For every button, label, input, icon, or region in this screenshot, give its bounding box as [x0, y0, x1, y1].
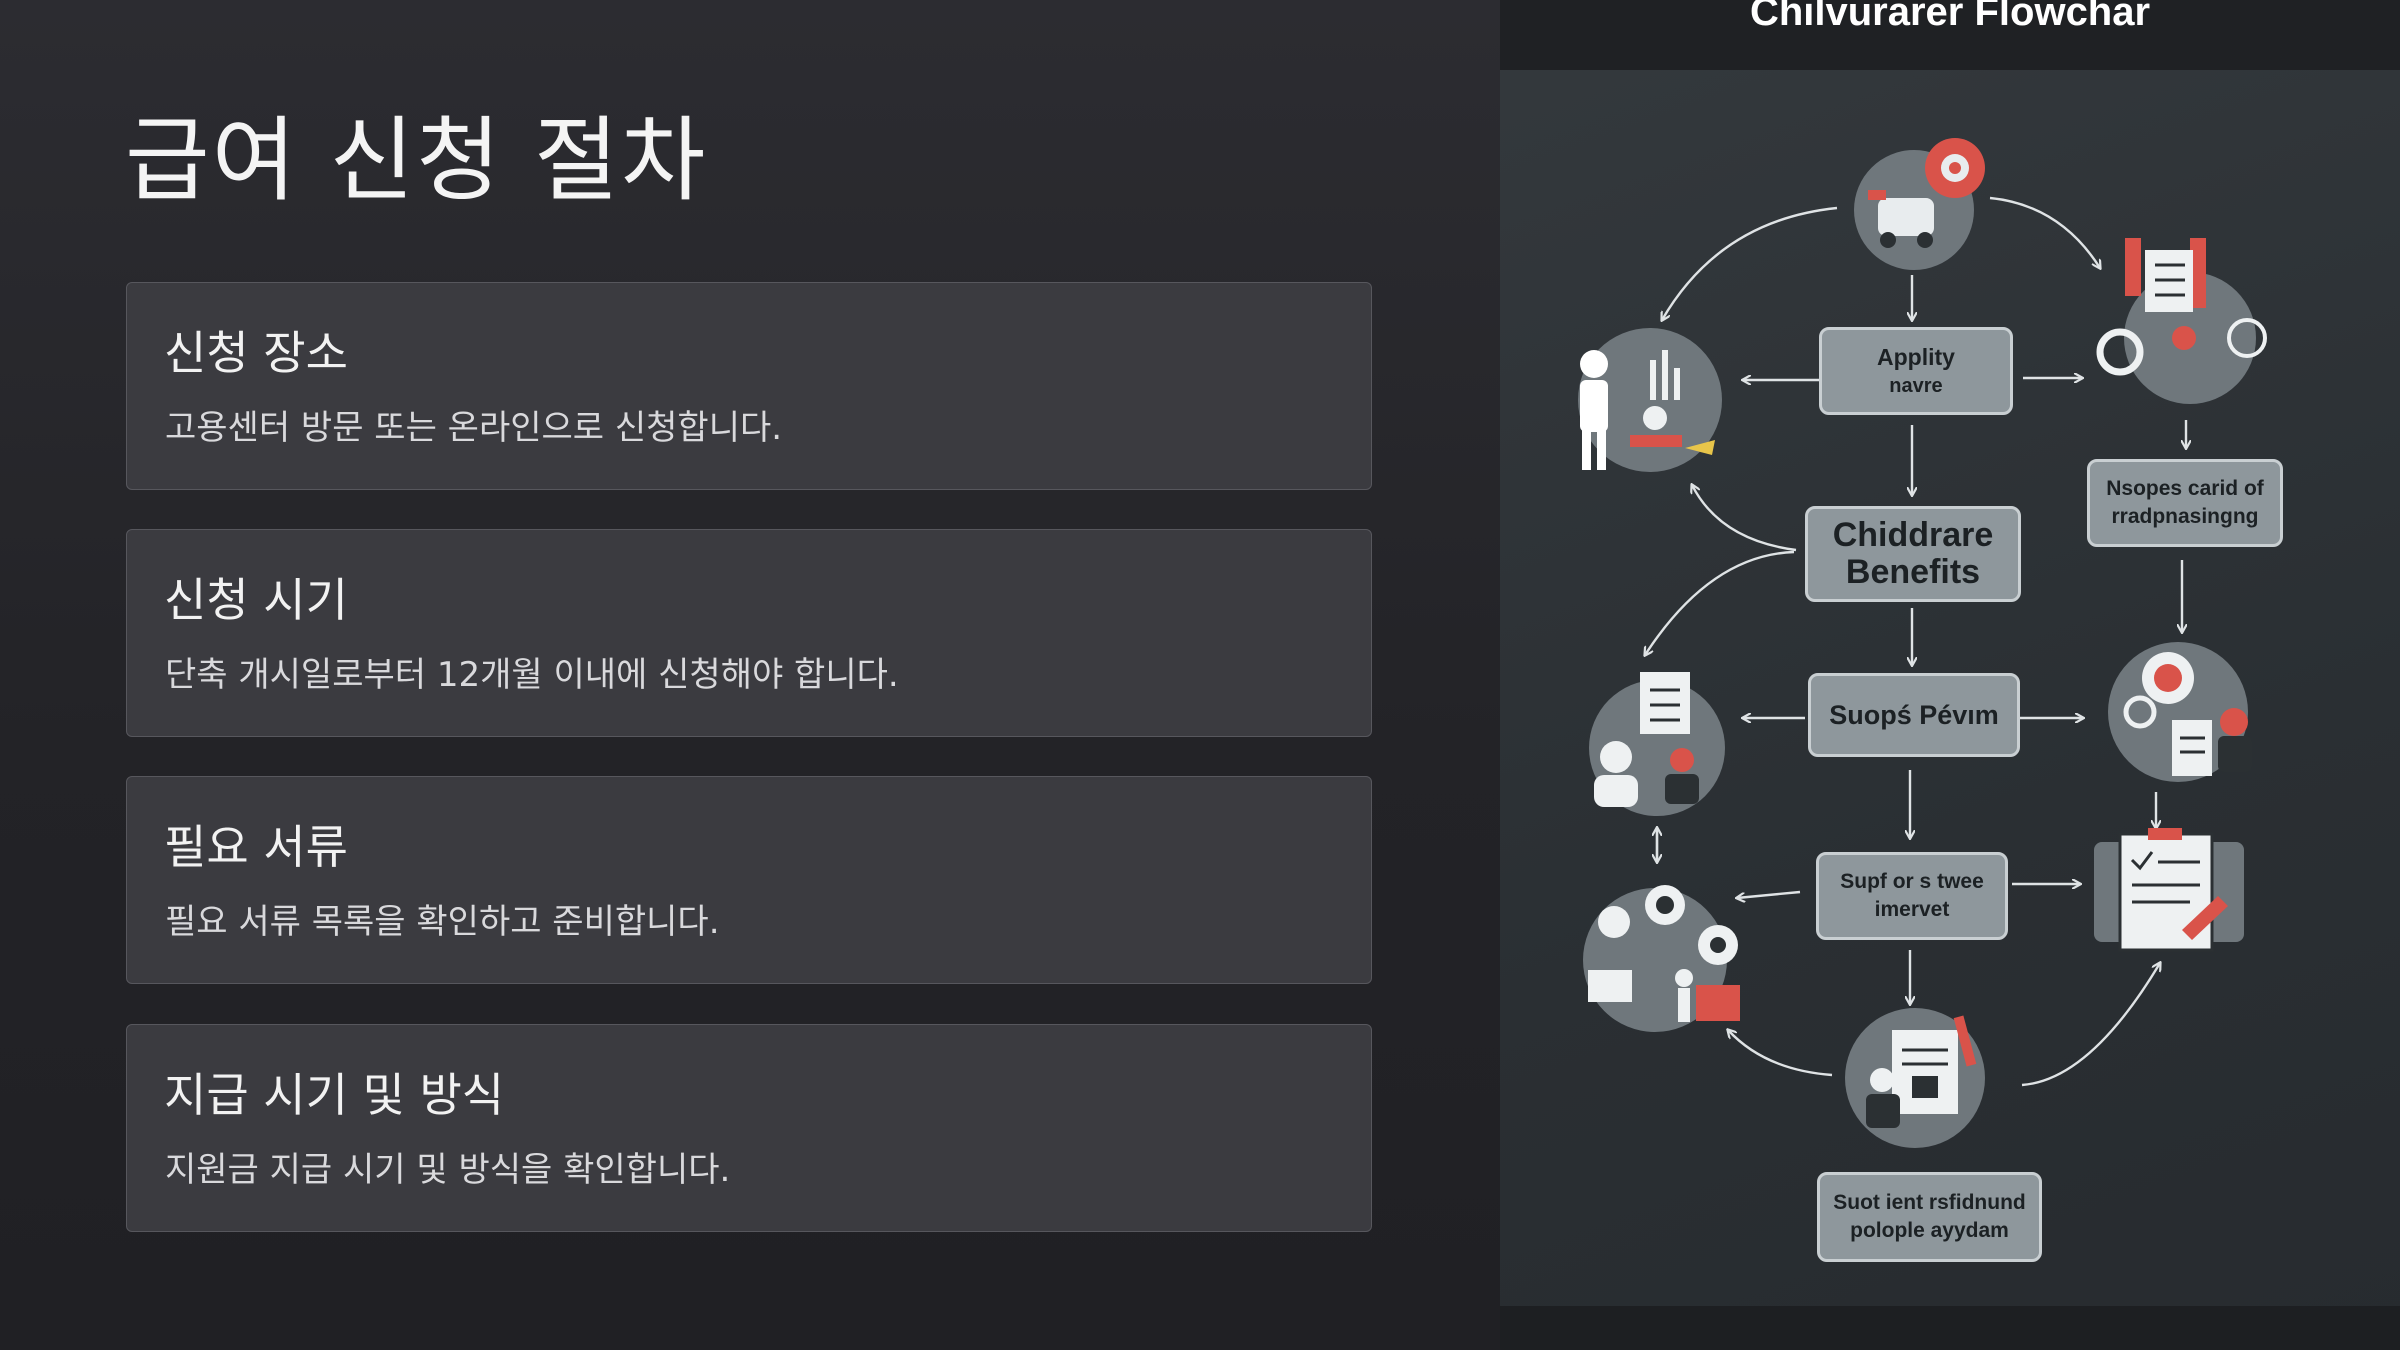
gear-checklist-person-icon — [2108, 642, 2252, 782]
box-line: Benefits — [1845, 553, 1981, 591]
arrow — [1737, 890, 1801, 898]
card-required-documents: 필요 서류 필요 서류 목록을 확인하고 준비합니다. — [126, 776, 1372, 984]
flowchart-footer-bar — [1500, 1306, 2400, 1350]
box-line: imervet — [1874, 898, 1950, 921]
box-line: Applity — [1877, 343, 1955, 370]
card-heading: 지급 시기 및 방식 — [164, 1068, 505, 1122]
box-line: rradpnasingng — [2111, 505, 2259, 528]
card-description: 고용센터 방문 또는 온라인으로 신청합니다. — [165, 408, 783, 448]
arrow — [1692, 485, 1797, 552]
card-application-place: 신청 장소 고용센터 방문 또는 온라인으로 신청합니다. — [126, 282, 1372, 490]
card-heading: 필요 서류 — [164, 820, 348, 874]
box-line: Chiddrare — [1832, 516, 1994, 555]
checklist-gear-icon — [2096, 238, 2267, 404]
gear-vehicle-icon — [1854, 138, 1985, 270]
card-description: 단축 개시일로부터 12개월 이내에 신청해야 합니다. — [165, 655, 899, 695]
flow-box-supervision: Supf or s twee imervet — [1816, 852, 2008, 940]
presenter-chart-icon — [1578, 328, 1722, 472]
flowchart-diagram — [1578, 138, 2267, 1148]
page-title: 급여 신청 절차 — [125, 107, 708, 214]
flowchart-image: Chilvurarer Flowchar — [1500, 0, 2400, 1350]
slide-content: 급여 신청 절차 신청 장소 고용센터 방문 또는 온라인으로 신청합니다. 신… — [125, 107, 1372, 1232]
clipboard-people-icon — [1589, 672, 1725, 816]
arrow — [2021, 963, 2160, 1087]
document-workers-icon — [1845, 1008, 1985, 1148]
flow-box-bottom: Suot ient rsfidnund polople ayydam — [1817, 1172, 2042, 1262]
box-line: polople ayydam — [1850, 1219, 2009, 1242]
office-ideas-icon — [1583, 885, 1740, 1032]
arrow — [1989, 196, 2100, 268]
box-line: Nsopes carid of — [2106, 476, 2264, 500]
box-line: navre — [1889, 375, 1943, 398]
arrow — [1662, 206, 1838, 320]
flow-box-apply: Applity navre — [1819, 327, 2013, 415]
arrow — [1728, 1030, 1833, 1077]
flow-arrows — [1645, 196, 2186, 1087]
box-line: Supf or s twee — [1840, 869, 1984, 893]
box-line: Suopś Pévım — [1829, 699, 1999, 730]
box-line: Suot ient rsfidnund — [1833, 1190, 2026, 1214]
card-payment-timing-method: 지급 시기 및 방식 지원금 지급 시기 및 방식을 확인합니다. — [126, 1024, 1372, 1232]
document-pen-icon — [2094, 828, 2244, 952]
card-description: 지원금 지급 시기 및 방식을 확인합니다. — [165, 1150, 731, 1190]
flow-box-support: Suopś Pévım — [1808, 673, 2020, 757]
flow-box-notes: Nsopes carid of rradpnasingng — [2087, 459, 2283, 547]
arrow — [1645, 550, 1795, 655]
flowchart-title: Chilvurarer Flowchar — [1749, 0, 2151, 34]
flowchart-header: Chilvurarer Flowchar — [1500, 0, 2400, 70]
card-heading: 신청 시기 — [164, 573, 348, 627]
card-application-timing: 신청 시기 단축 개시일로부터 12개월 이내에 신청해야 합니다. — [126, 529, 1372, 737]
card-heading: 신청 장소 — [164, 326, 348, 380]
card-description: 필요 서류 목록을 확인하고 준비합니다. — [165, 902, 720, 942]
